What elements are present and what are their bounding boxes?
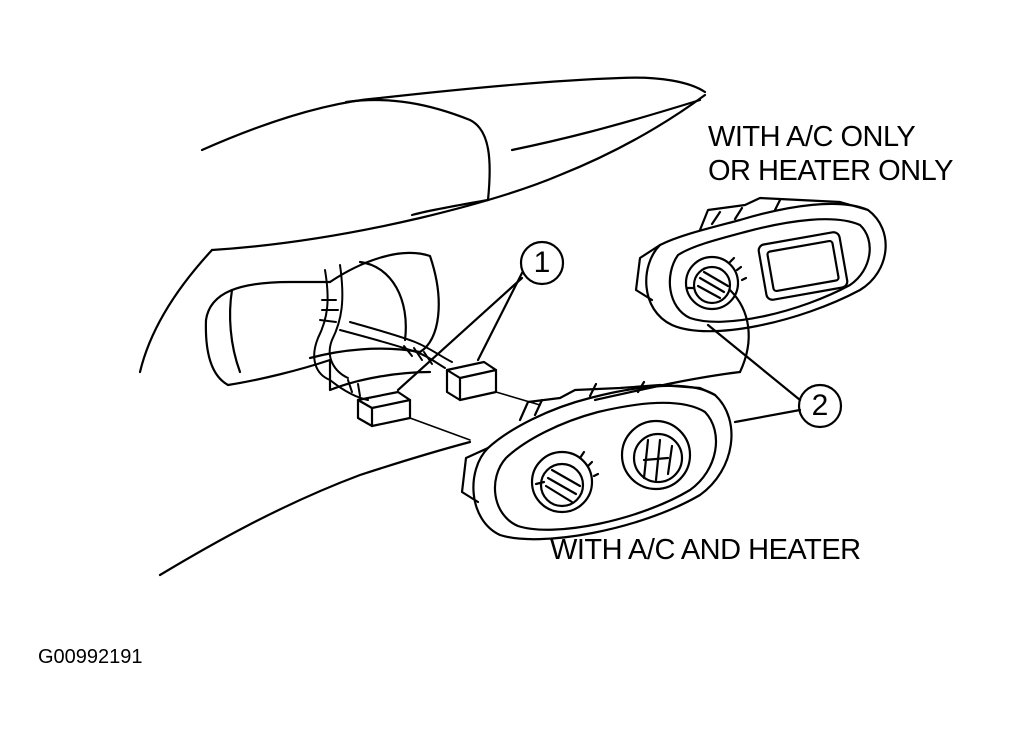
wiring-harness bbox=[313, 264, 453, 401]
dash-recess bbox=[204, 251, 440, 392]
callout-1-graphic bbox=[396, 240, 565, 392]
label-ac-only-line2: OR HEATER ONLY bbox=[708, 155, 953, 187]
dashboard-outline bbox=[138, 76, 750, 577]
panel-dual bbox=[460, 380, 733, 541]
guide-lines bbox=[409, 391, 541, 441]
connector-right bbox=[445, 360, 498, 402]
panel-single bbox=[634, 196, 887, 333]
connector-left bbox=[356, 390, 412, 428]
label-ac-and-heater: WITH A/C AND HEATER bbox=[550, 534, 861, 566]
callout-1-number: 1 bbox=[533, 246, 551, 279]
label-ac-only-line1: WITH A/C ONLY bbox=[708, 121, 916, 153]
callout-2-number: 2 bbox=[811, 389, 829, 422]
callout-2-graphic bbox=[706, 323, 843, 429]
figure-id: G00992191 bbox=[38, 646, 143, 668]
